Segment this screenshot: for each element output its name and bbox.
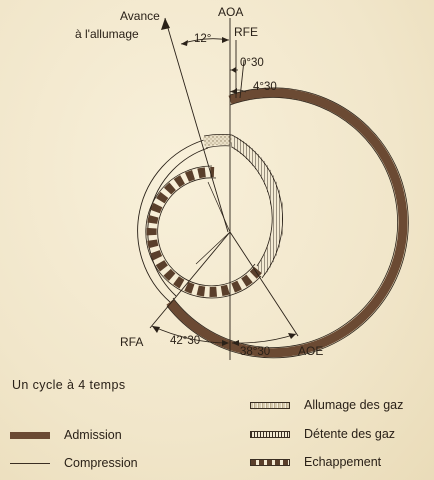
echappement-band-edges — [145, 165, 262, 299]
admission-band-edge-outer — [166, 87, 409, 359]
admission-swatch — [10, 431, 50, 439]
aoe-label: AOE — [298, 344, 323, 358]
echappement-band — [146, 166, 262, 297]
angle-38-30-label: 38°30 — [240, 346, 270, 358]
legend-item-admission: Admission — [10, 426, 122, 444]
angle-4-30-label: 4°30 — [253, 81, 277, 93]
rfa-label: RFA — [120, 335, 143, 349]
guide-line-2 — [207, 181, 231, 233]
avance-label-line2: à l'allumage — [75, 27, 139, 41]
legend-title: Un cycle à 4 temps — [12, 378, 126, 392]
guide-line-1 — [195, 231, 231, 265]
angle-12-arrow-right-icon — [222, 37, 229, 43]
legend-item-echappement: Echappement — [250, 453, 381, 471]
legend-compression-label: Compression — [64, 456, 138, 470]
angle-4-30-arrow-icon — [231, 88, 237, 94]
angle-38-30-arrow-left-icon — [232, 340, 239, 346]
admission-band-edge-inner — [172, 97, 399, 348]
compression-swatch — [10, 462, 50, 464]
detente-swatch — [250, 430, 290, 438]
ignition-advance-line — [164, 17, 229, 233]
angle-38-30-arc — [231, 333, 297, 344]
legend-item-allumage: Allumage des gaz — [250, 396, 403, 414]
rfe-label: RFE — [234, 25, 258, 39]
legend-allumage-label: Allumage des gaz — [304, 398, 404, 412]
rfe-angle-line — [239, 59, 245, 99]
allumage-segment — [202, 134, 233, 147]
avance-label-line1: Avance — [120, 9, 160, 23]
angle-42-30-label: 42°30 — [170, 335, 200, 347]
allumage-swatch — [250, 401, 290, 409]
angle-42-30-arrow-right-icon — [222, 340, 229, 346]
detente-band-edge-inner — [231, 146, 273, 267]
aoa-label: AOA — [218, 5, 243, 19]
legend-echappement-label: Echappement — [304, 455, 382, 469]
rfa-radial-line — [149, 231, 231, 329]
angle-4-30-arc — [229, 89, 247, 93]
compression-line-outer — [137, 139, 205, 303]
legend-item-detente: Détente des gaz — [250, 425, 395, 443]
legend-admission-label: Admission — [64, 428, 122, 442]
legend-item-compression: Compression — [10, 454, 138, 472]
ignition-advance-arrow-icon — [161, 18, 170, 30]
admission-band — [166, 88, 408, 358]
aoe-radial-line — [229, 231, 299, 337]
detente-band — [228, 135, 284, 276]
compression-line-inner — [147, 147, 209, 297]
echappement-swatch — [250, 458, 290, 466]
angle-42-30-arrow-left-icon — [152, 326, 160, 333]
angle-0-30-arrow-icon — [231, 67, 236, 73]
angle-12-arrow-left-icon — [181, 40, 188, 46]
angle-12-label: 12° — [194, 33, 211, 45]
angle-42-30-arc — [151, 325, 229, 344]
angle-38-30-arrow-right-icon — [288, 333, 296, 339]
angle-0-30-label: 0°30 — [240, 57, 264, 69]
legend-detente-label: Détente des gaz — [304, 427, 396, 441]
detente-band-edge-outer — [231, 134, 283, 279]
